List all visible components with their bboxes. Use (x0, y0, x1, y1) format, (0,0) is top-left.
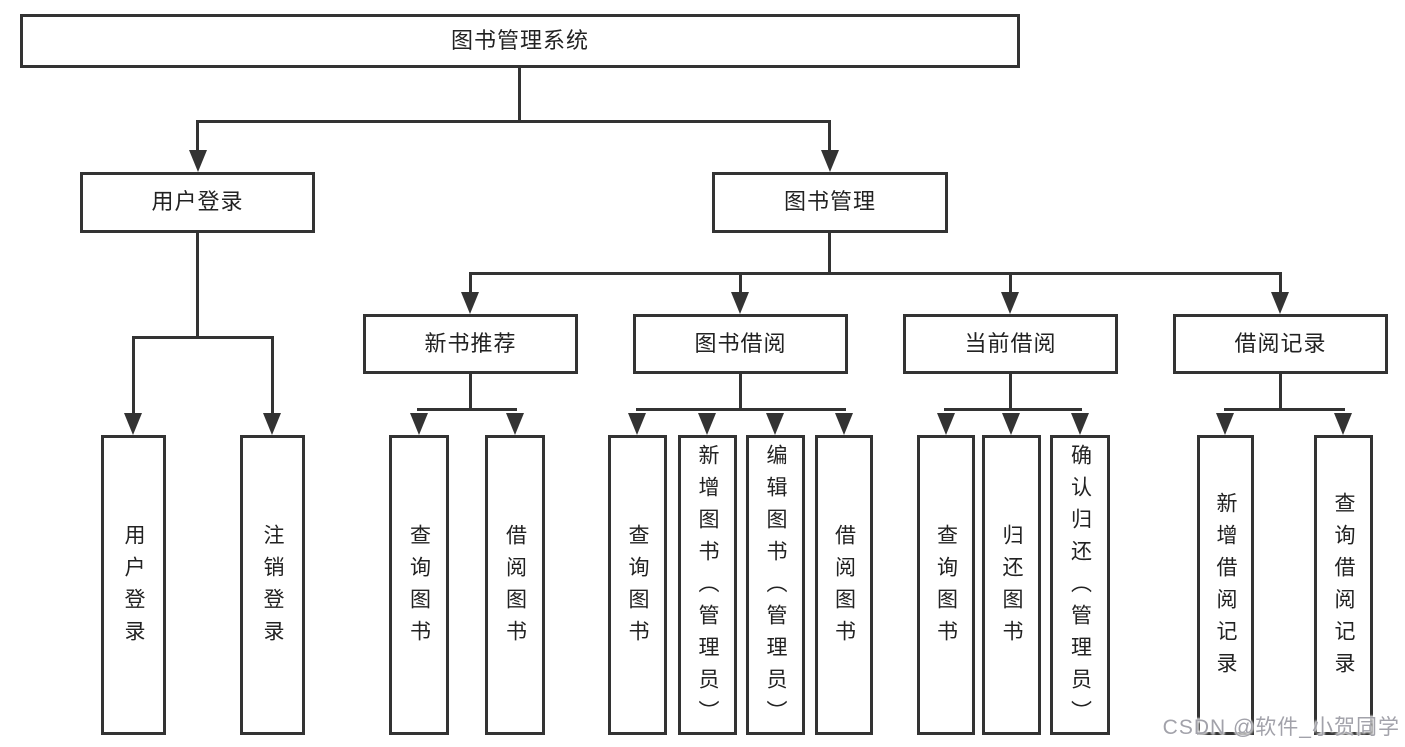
arrowhead-down-icon (461, 292, 479, 314)
arrowhead-down-icon (506, 413, 524, 435)
connector-book-borrowing-stem (739, 374, 742, 411)
connector-new-book-recommend-stem (469, 374, 472, 411)
arrowhead-down-icon (698, 413, 716, 435)
node-current-borrowing: 当前借阅 (903, 314, 1118, 374)
arrowhead-down-icon (937, 413, 955, 435)
connector-root-stem (518, 68, 521, 120)
arrowhead-down-icon (731, 292, 749, 314)
arrowhead-down-icon (1002, 413, 1020, 435)
connector-book-borrowing-branch (636, 408, 846, 411)
node-borrowing-records: 借阅记录 (1173, 314, 1388, 374)
node-add-borrow-record: 新增借阅记录 (1197, 435, 1254, 735)
node-return-book: 归还图书 (982, 435, 1041, 735)
connector-stem-new-book-recommend (469, 272, 472, 293)
arrowhead-down-icon (263, 413, 281, 435)
node-borrow-books-borrowing: 借阅图书 (815, 435, 873, 735)
connector-level3-branch (469, 272, 1282, 275)
connector-book-management-stem (828, 233, 831, 275)
arrowhead-down-icon (1216, 413, 1234, 435)
node-borrow-books-recommend: 借阅图书 (485, 435, 545, 735)
node-query-books-recommend: 查询图书 (389, 435, 449, 735)
node-book-borrowing: 图书借阅 (633, 314, 848, 374)
node-new-book-recommend: 新书推荐 (363, 314, 578, 374)
connector-new-book-recommend-branch (417, 408, 517, 411)
node-user-login: 用户登录 (101, 435, 166, 735)
connector-stem-current-borrowing (1009, 272, 1012, 293)
node-edit-book-admin: 编辑图书（管理员） (746, 435, 805, 735)
arrowhead-down-icon (628, 413, 646, 435)
node-query-borrow-record: 查询借阅记录 (1314, 435, 1373, 735)
node-query-books-borrowing: 查询图书 (608, 435, 667, 735)
arrowhead-down-icon (835, 413, 853, 435)
node-logout: 注销登录 (240, 435, 305, 735)
arrowhead-down-icon (766, 413, 784, 435)
arrowhead-down-icon (821, 150, 839, 172)
node-add-book-admin: 新增图书（管理员） (678, 435, 737, 735)
connector-stem-user-login-group (196, 120, 199, 151)
arrowhead-down-icon (1271, 292, 1289, 314)
arrowhead-down-icon (1334, 413, 1352, 435)
watermark: CSDN @软件_小贺同学 (1162, 716, 1400, 739)
connector-stem-borrowing-records (1279, 272, 1282, 293)
connector-user-login-stem (196, 233, 199, 336)
node-book-management: 图书管理 (712, 172, 948, 233)
connector-stem-book-management (828, 120, 831, 151)
connector-stem-leaf-user-login (132, 336, 135, 414)
arrowhead-down-icon (410, 413, 428, 435)
connector-user-login-branch (132, 336, 274, 339)
connector-current-borrowing-branch (944, 408, 1082, 411)
connector-stem-book-borrowing (739, 272, 742, 293)
arrowhead-down-icon (124, 413, 142, 435)
connector-current-borrowing-stem (1009, 374, 1012, 411)
connector-stem-leaf-logout (271, 336, 274, 414)
node-confirm-return-admin: 确认归还（管理员） (1050, 435, 1110, 735)
arrowhead-down-icon (1001, 292, 1019, 314)
connector-borrowing-records-stem (1279, 374, 1282, 411)
node-user-login-group: 用户登录 (80, 172, 315, 233)
node-query-books-current: 查询图书 (917, 435, 975, 735)
node-library-management-system: 图书管理系统 (20, 14, 1020, 68)
connector-borrowing-records-branch (1224, 408, 1345, 411)
connector-level1-branch (196, 120, 831, 123)
arrowhead-down-icon (1071, 413, 1089, 435)
arrowhead-down-icon (189, 150, 207, 172)
